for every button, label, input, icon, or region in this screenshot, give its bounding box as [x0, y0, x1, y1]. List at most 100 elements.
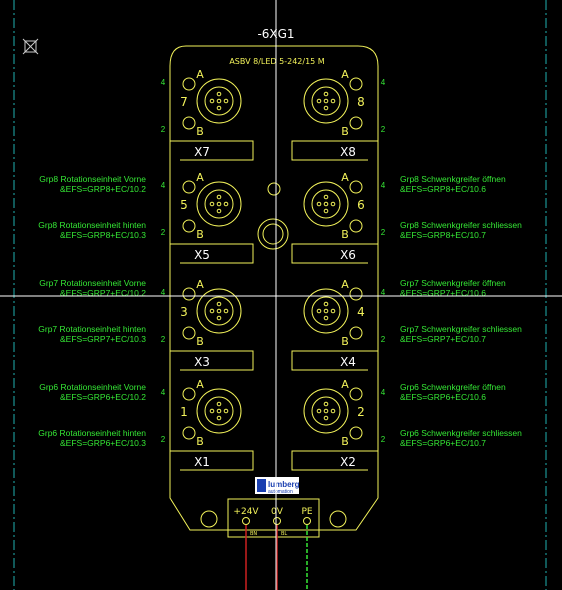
svg-text:&EFS=GRP7+EC/10.3: &EFS=GRP7+EC/10.3 — [60, 334, 146, 344]
port-a-label: A — [196, 68, 204, 81]
snap-marker-icon[interactable] — [22, 38, 39, 55]
svg-text:&EFS=GRP8+EC/10.6: &EFS=GRP8+EC/10.6 — [400, 184, 486, 194]
signal-right: Grp6 Schwenkgreifer öffnen&EFS=GRP6+EC/1… — [400, 382, 506, 402]
svg-text:Grp6 Schwenkgreifer öffnen: Grp6 Schwenkgreifer öffnen — [400, 382, 506, 392]
led-a — [182, 287, 196, 301]
port-number: 1 — [180, 405, 188, 419]
pin-bottom: 2 — [381, 335, 386, 344]
signal-right: Grp7 Schwenkgreifer schliessen&EFS=GRP7+… — [400, 324, 522, 344]
signal-right: Grp6 Schwenkgreifer schliessen&EFS=GRP6+… — [400, 428, 522, 448]
lumberg-logo: lumberg automation — [255, 477, 300, 495]
port-a-label: A — [196, 278, 204, 291]
port-b-label: B — [196, 335, 204, 348]
power-pin[interactable]: +24V BN — [233, 507, 259, 590]
signal-right: Grp8 Schwenkgreifer öffnen&EFS=GRP8+EC/1… — [400, 174, 506, 194]
port-label: X4 — [340, 355, 356, 369]
svg-text:&EFS=GRP8+EC/10.7: &EFS=GRP8+EC/10.7 — [400, 230, 486, 240]
port-number: 7 — [180, 95, 188, 109]
module-label: ASBV 8/LED 5-242/15 M — [229, 57, 324, 66]
signal-labels: Grp8 Rotationseinheit Vorne&EFS=GRP8+EC/… — [38, 174, 522, 448]
port-label: X1 — [194, 455, 210, 469]
pin-top: 4 — [161, 288, 166, 297]
port-b-label: B — [341, 125, 349, 138]
led-a — [349, 77, 363, 91]
port-b-label: B — [341, 228, 349, 241]
port-label: X3 — [194, 355, 210, 369]
port-a-label: A — [196, 378, 204, 391]
power-pin[interactable]: PE — [301, 507, 313, 590]
pin-bottom: 2 — [381, 435, 386, 444]
svg-text:&EFS=GRP8+EC/10.3: &EFS=GRP8+EC/10.3 — [60, 230, 146, 240]
svg-text:Grp7 Rotationseinheit Vorne: Grp7 Rotationseinheit Vorne — [39, 278, 146, 288]
led-b — [349, 116, 363, 130]
svg-text:&EFS=GRP6+EC/10.2: &EFS=GRP6+EC/10.2 — [60, 392, 146, 402]
pin-top: 4 — [381, 181, 386, 190]
signal-right: Grp8 Schwenkgreifer schliessen&EFS=GRP8+… — [400, 220, 522, 240]
brand-sub: automation — [268, 489, 293, 495]
port-label: X2 — [340, 455, 356, 469]
mounting-hole-inner — [262, 223, 284, 245]
signal-left: Grp7 Rotationseinheit Vorne&EFS=GRP7+EC/… — [39, 278, 146, 298]
led-a — [349, 387, 363, 401]
svg-text:Grp8 Rotationseinheit Vorne: Grp8 Rotationseinheit Vorne — [39, 174, 146, 184]
port-number: 6 — [357, 198, 365, 212]
signal-left: Grp6 Rotationseinheit Vorne&EFS=GRP6+EC/… — [39, 382, 146, 402]
svg-text:Grp7 Schwenkgreifer schliessen: Grp7 Schwenkgreifer schliessen — [400, 324, 522, 334]
svg-text:Grp8 Schwenkgreifer öffnen: Grp8 Schwenkgreifer öffnen — [400, 174, 506, 184]
svg-text:&EFS=GRP6+EC/10.6: &EFS=GRP6+EC/10.6 — [400, 392, 486, 402]
led-a — [349, 180, 363, 194]
svg-text:&EFS=GRP8+EC/10.2: &EFS=GRP8+EC/10.2 — [60, 184, 146, 194]
port-a-label: A — [341, 171, 349, 184]
svg-text:Grp8 Rotationseinheit hinten: Grp8 Rotationseinheit hinten — [38, 220, 146, 230]
port-a-label: A — [196, 171, 204, 184]
status-led — [267, 182, 281, 196]
svg-text:+24V: +24V — [233, 507, 259, 517]
svg-text:Grp6 Rotationseinheit Vorne: Grp6 Rotationseinheit Vorne — [39, 382, 146, 392]
pin-bottom: 2 — [381, 228, 386, 237]
port-b-label: B — [196, 125, 204, 138]
port-label: X5 — [194, 248, 210, 262]
pin-bottom: 2 — [161, 335, 166, 344]
port-label: X8 — [340, 145, 356, 159]
svg-text:Grp8 Schwenkgreifer schliessen: Grp8 Schwenkgreifer schliessen — [400, 220, 522, 230]
led-b — [182, 426, 196, 440]
signal-right: Grp7 Schwenkgreifer öffnen&EFS=GRP7+EC/1… — [400, 278, 506, 298]
port-b-label: B — [196, 228, 204, 241]
port-group: AB742X7AB842X8AB542X5AB642X6AB342X3AB442… — [161, 68, 386, 471]
port-b-label: B — [341, 335, 349, 348]
svg-text:&EFS=GRP6+EC/10.7: &EFS=GRP6+EC/10.7 — [400, 438, 486, 448]
svg-text:BN: BN — [250, 531, 257, 537]
pin-top: 4 — [161, 181, 166, 190]
port-number: 4 — [357, 305, 365, 319]
port-b-label: B — [341, 435, 349, 448]
port-a-label: A — [341, 278, 349, 291]
led-a — [182, 77, 196, 91]
port-a-label: A — [341, 378, 349, 391]
mount-hole-right — [329, 510, 347, 528]
power-terminal[interactable] — [227, 498, 320, 538]
port-a-label: A — [341, 68, 349, 81]
svg-text:&EFS=GRP7+EC/10.7: &EFS=GRP7+EC/10.7 — [400, 334, 486, 344]
port-number: 3 — [180, 305, 188, 319]
pin-bottom: 2 — [161, 435, 166, 444]
signal-left: Grp8 Rotationseinheit Vorne&EFS=GRP8+EC/… — [39, 174, 146, 194]
svg-text:&EFS=GRP7+EC/10.2: &EFS=GRP7+EC/10.2 — [60, 288, 146, 298]
pin-bottom: 2 — [381, 125, 386, 134]
led-b — [182, 219, 196, 233]
pin-bottom: 2 — [161, 228, 166, 237]
led-a — [182, 387, 196, 401]
port-x3[interactable]: A B 3 4 2X3 — [161, 278, 254, 371]
module-body[interactable] — [169, 45, 379, 531]
svg-text:Grp6 Rotationseinheit hinten: Grp6 Rotationseinheit hinten — [38, 428, 146, 438]
pin-top: 4 — [381, 388, 386, 397]
